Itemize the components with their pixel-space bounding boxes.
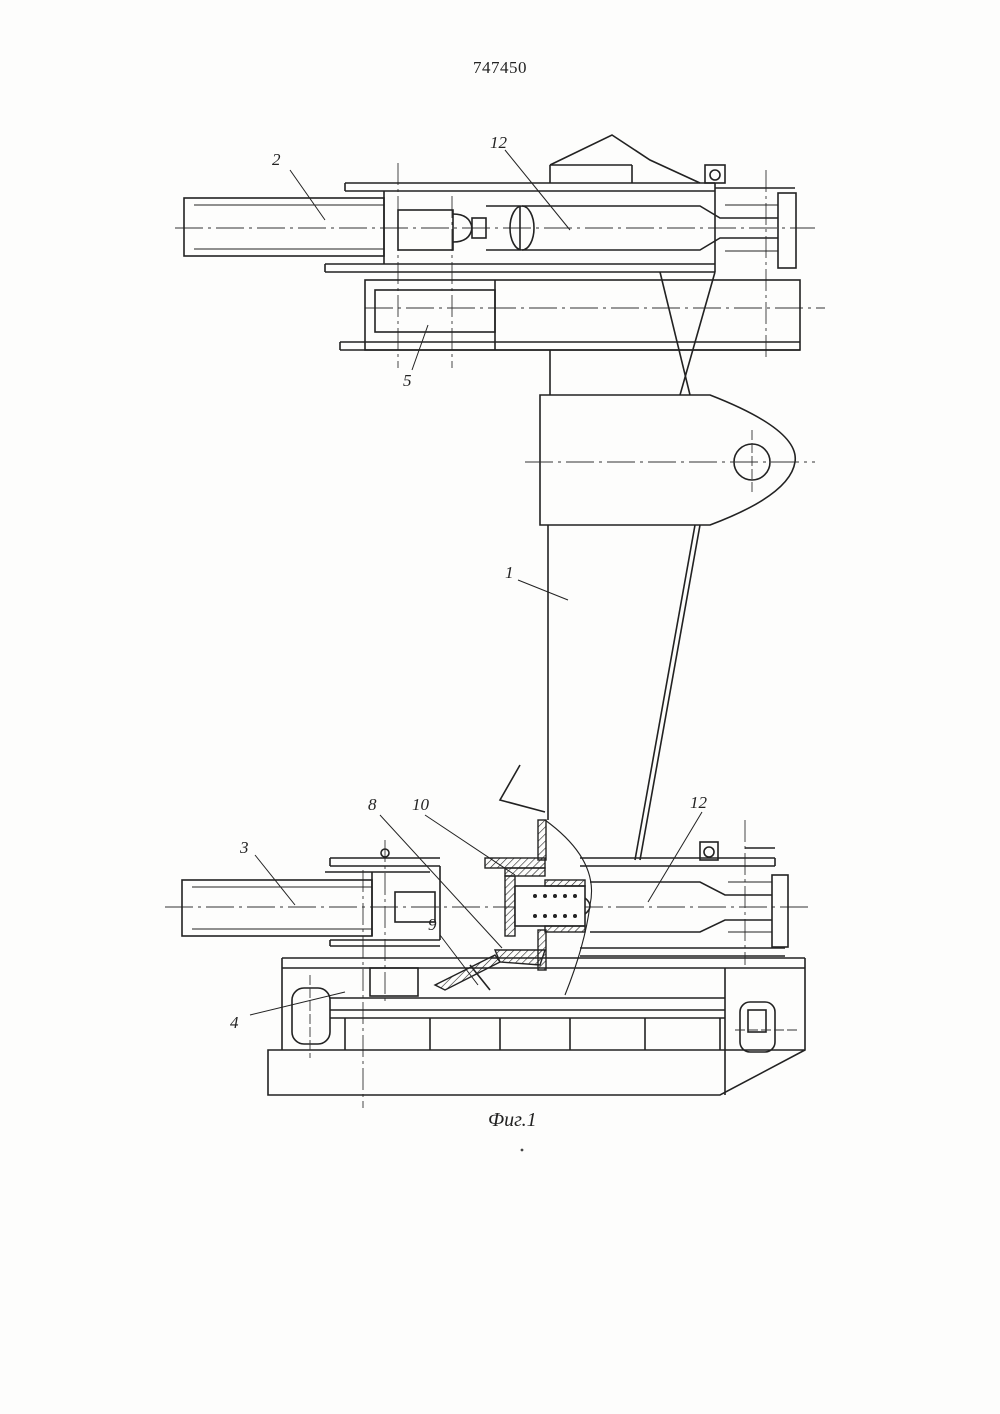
cylinder-12-bottom [580,842,788,956]
label-9: 9 [428,915,437,934]
label-12-bottom: 12 [690,793,708,812]
label-12-top: 12 [490,133,508,152]
top-assembly [175,135,825,368]
label-2: 2 [272,150,281,169]
top-lower-beam [340,280,800,350]
label-10: 10 [412,795,430,814]
rod-3 [182,880,435,936]
rod-2 [184,198,384,256]
bottom-housing [325,849,440,946]
speck [521,1149,524,1152]
latch-8-9 [435,950,545,990]
label-4: 4 [230,1013,239,1032]
base-frame [268,958,805,1095]
label-1: 1 [505,563,514,582]
label-5: 5 [403,371,412,390]
pivot-block [525,395,815,525]
figure-caption: Фиг.1 [488,1109,537,1131]
label-8: 8 [368,795,377,814]
label-3: 3 [239,838,249,857]
body-1 [500,272,815,860]
